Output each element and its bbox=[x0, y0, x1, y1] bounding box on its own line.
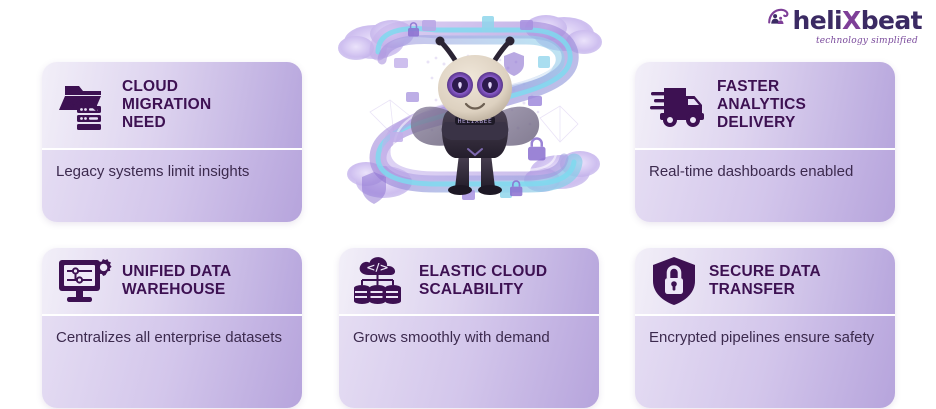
svg-text:</>: </> bbox=[366, 261, 388, 274]
card-title: ELASTIC CLOUD SCALABILITY bbox=[419, 262, 548, 298]
shield-lock-icon bbox=[649, 255, 699, 307]
card-title: FASTER ANALYTICS DELIVERY bbox=[717, 77, 807, 132]
card-description: Real-time dashboards enabled bbox=[649, 163, 854, 180]
card-header: SECURE DATA TRANSFER bbox=[635, 248, 895, 314]
card-header: CLOUD MIGRATION NEED bbox=[42, 62, 302, 148]
brand-logo[interactable]: heliXbeat technology simplified bbox=[766, 5, 923, 46]
card-faster-analytics-delivery[interactable]: FASTER ANALYTICS DELIVERY Real-time dash… bbox=[635, 62, 895, 222]
logo-wordmark: heliXbeat bbox=[792, 5, 923, 35]
card-description: Encrypted pipelines ensure safety bbox=[649, 329, 875, 346]
card-description: Grows smoothly with demand bbox=[353, 329, 550, 346]
card-title: CLOUD MIGRATION NEED bbox=[122, 77, 212, 132]
card-title: SECURE DATA TRANSFER bbox=[709, 262, 821, 298]
card-body: Centralizes all enterprise datasets bbox=[42, 316, 302, 408]
card-header: </> bbox=[339, 248, 599, 314]
monitor-gear-icon bbox=[56, 255, 112, 307]
card-divider bbox=[339, 314, 599, 316]
card-secure-data-transfer[interactable]: SECURE DATA TRANSFER Encrypted pipelines… bbox=[635, 248, 895, 408]
card-divider bbox=[635, 314, 895, 316]
logo-wordmark-row: heliXbeat bbox=[766, 5, 923, 35]
card-body: Real-time dashboards enabled bbox=[635, 150, 895, 222]
card-description: Legacy systems limit insights bbox=[56, 163, 250, 180]
svg-text:HELIXBEE: HELIXBEE bbox=[458, 118, 493, 125]
logo-word-suffix: beat bbox=[860, 5, 923, 35]
card-body: Encrypted pipelines ensure safety bbox=[635, 316, 895, 408]
helixbee-mascot-illustration: HELIXBEE bbox=[332, 0, 618, 236]
card-description: Centralizes all enterprise datasets bbox=[56, 329, 282, 346]
card-body: Grows smoothly with demand bbox=[339, 316, 599, 408]
card-divider bbox=[42, 314, 302, 316]
logo-word-accent: X bbox=[842, 5, 861, 35]
logo-tagline: technology simplified bbox=[815, 36, 918, 46]
folder-migration-icon bbox=[56, 77, 112, 133]
card-header: FASTER ANALYTICS DELIVERY bbox=[635, 62, 895, 148]
card-divider bbox=[42, 148, 302, 150]
card-elastic-cloud-scalability[interactable]: </> bbox=[339, 248, 599, 408]
card-divider bbox=[635, 148, 895, 150]
card-body: Legacy systems limit insights bbox=[42, 150, 302, 222]
card-cloud-migration-need[interactable]: CLOUD MIGRATION NEED Legacy systems limi… bbox=[42, 62, 302, 222]
card-header: UNIFIED DATA WAREHOUSE bbox=[42, 248, 302, 314]
card-unified-data-warehouse[interactable]: UNIFIED DATA WAREHOUSE Centralizes all e… bbox=[42, 248, 302, 408]
card-title: UNIFIED DATA WAREHOUSE bbox=[122, 262, 232, 298]
helixbeat-logo-mark-icon bbox=[766, 6, 790, 34]
cloud-code-database-icon: </> bbox=[353, 255, 409, 307]
delivery-truck-icon bbox=[649, 79, 707, 131]
logo-word-prefix: heli bbox=[792, 5, 843, 35]
